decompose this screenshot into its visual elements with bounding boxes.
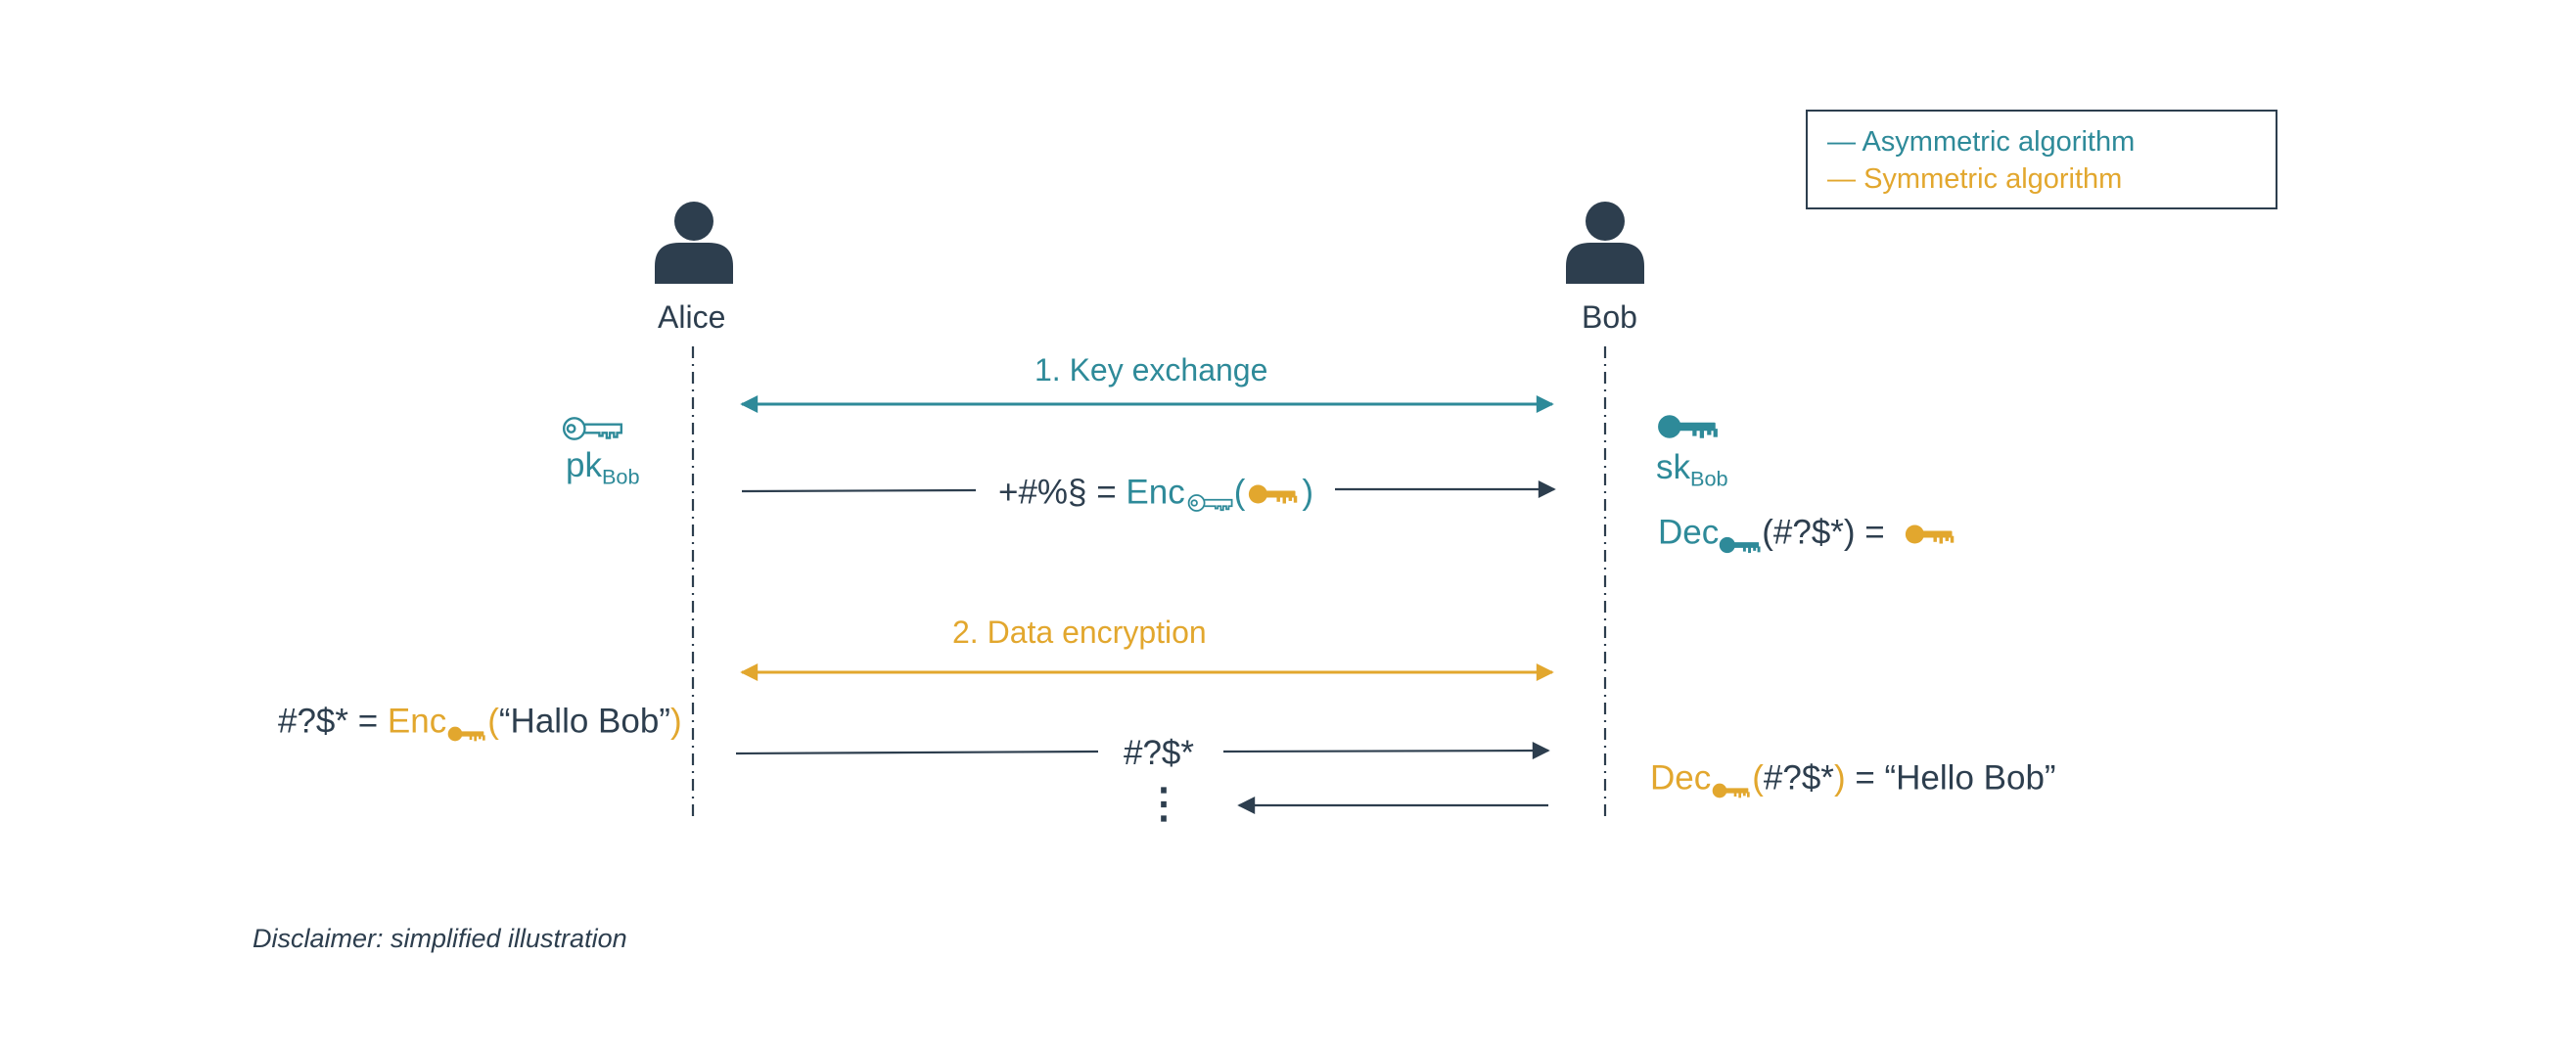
alice-close: )	[669, 702, 682, 741]
disclaimer: Disclaimer: simplified illustration	[253, 924, 627, 953]
sk-sub: Bob	[1690, 466, 1728, 491]
alice-person-icon	[655, 202, 733, 284]
legend-symmetric-label: Symmetric algorithm	[1863, 163, 2123, 195]
legend-symmetric-dash: —	[1827, 163, 1856, 195]
msg1-enc: Enc	[1126, 473, 1185, 512]
bob-dec2-open: (	[1752, 758, 1764, 798]
bob-person-icon	[1566, 202, 1644, 284]
pk-base: pk	[566, 446, 602, 484]
legend-box: — Asymmetric algorithm — Symmetric algor…	[1806, 110, 2277, 209]
continuation-dots: ⋮	[1143, 780, 1184, 826]
bob-dec2-cipher: #?$*	[1763, 758, 1834, 798]
phase-key-exchange-title: 1. Key exchange	[1035, 352, 1268, 388]
alice-plain: “Hallo Bob”	[498, 702, 670, 741]
msg1-arrow-left	[741, 488, 977, 493]
msg1-close: )	[1302, 473, 1314, 512]
alice-cipher: #?$* =	[278, 702, 379, 741]
pk-bob-label: pkBob	[566, 446, 640, 487]
sk-base: sk	[1656, 448, 1690, 486]
alice-enc: Enc	[387, 702, 447, 741]
msg1-cipher: +#%§ =	[998, 473, 1117, 512]
legend-asymmetric: — Asymmetric algorithm	[1827, 128, 2135, 157]
public-key-icon	[562, 413, 624, 444]
session-key-icon	[1247, 481, 1300, 507]
bob-dec2: Dec	[1650, 758, 1712, 798]
public-key-small-icon	[1187, 491, 1234, 515]
bob-label: Bob	[1582, 299, 1637, 335]
session-key-small-icon	[446, 724, 487, 744]
alice-open: (	[487, 702, 499, 741]
msg1-label: +#%§ = Enc ()	[998, 474, 1313, 515]
bob-dec: Dec	[1658, 513, 1720, 552]
session-key-small-icon-2	[1711, 781, 1752, 800]
bob-dec2-close: )	[1833, 758, 1846, 798]
msg2-arrow-right	[1222, 742, 1550, 760]
phase-data-encryption-title: 2. Data encryption	[952, 615, 1207, 650]
msg1-open: (	[1233, 473, 1246, 512]
msg2-arrow-left	[735, 750, 1099, 755]
alice-label: Alice	[658, 299, 726, 335]
sk-bob-label: skBob	[1656, 448, 1728, 489]
bob-dec-arg: (#?$*) =	[1762, 513, 1885, 552]
bob-dec-label: Dec (#?$*) =	[1658, 513, 1956, 556]
alice-enc-label: #?$* = Enc (“Hallo Bob”)	[278, 703, 682, 744]
session-key-result-icon	[1904, 522, 1956, 547]
secret-key-small-icon	[1719, 534, 1762, 556]
legend-asymmetric-dash: —	[1827, 126, 1856, 158]
bob-dec2-label: Dec (#?$*) = “Hello Bob”	[1650, 759, 2056, 800]
secret-key-icon	[1656, 411, 1721, 442]
legend-asymmetric-label: Asymmetric algorithm	[1862, 126, 2136, 158]
msg2-cipher: #?$*	[1124, 734, 1195, 772]
pk-sub: Bob	[601, 464, 640, 489]
bob-dec2-result: = “Hello Bob”	[1855, 758, 2056, 798]
legend-symmetric: — Symmetric algorithm	[1827, 165, 2122, 194]
